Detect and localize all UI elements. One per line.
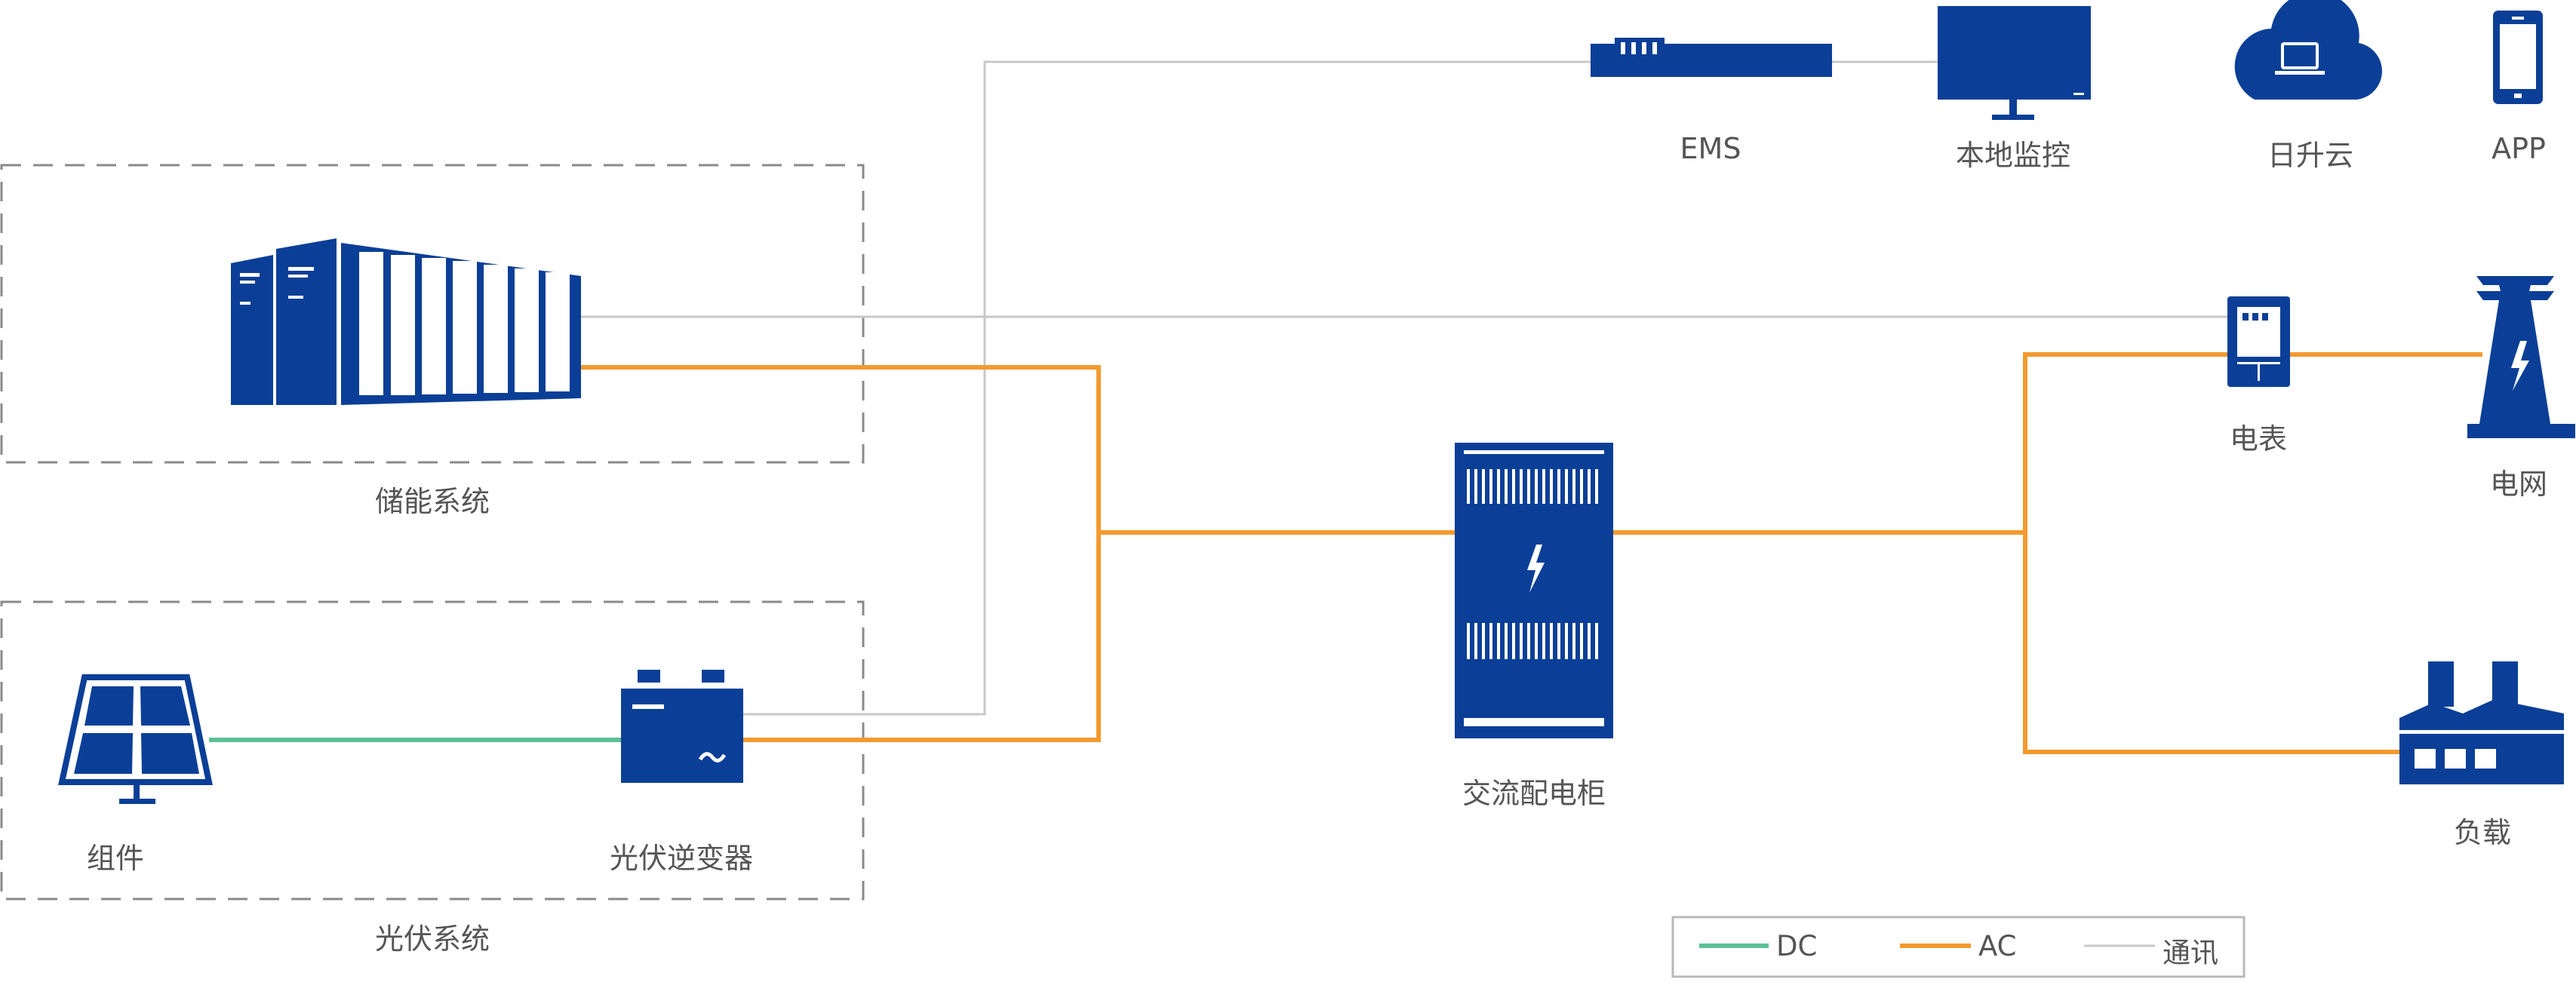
ac-distribution-cabinet-icon <box>1455 443 1613 738</box>
legend-dc-label: DC <box>1776 930 1818 962</box>
ac-line-meter-load <box>2023 352 2399 754</box>
lightning-bolt-icon <box>2511 341 2529 391</box>
comm-line-inverter-ems <box>743 60 1591 716</box>
label-cloud: 日升云 <box>2267 139 2354 172</box>
label-pv-system: 光伏系统 <box>374 922 490 956</box>
pv-inverter-icon <box>621 670 743 783</box>
legend-comm-label: 通讯 <box>2163 937 2218 969</box>
ac-lines <box>581 352 2482 754</box>
label-load: 负载 <box>2453 816 2512 849</box>
pv-system-box <box>0 600 865 901</box>
smartphone-icon <box>2493 11 2543 104</box>
solar-panel-icon <box>58 674 213 804</box>
label-pv-module: 组件 <box>86 842 145 875</box>
legend-ac-label: AC <box>1978 930 2017 962</box>
power-tower-icon <box>2467 276 2575 438</box>
battery-container-icon <box>231 238 581 405</box>
cabinet-vent-bottom <box>1467 623 1598 659</box>
cloud-laptop-icon <box>2234 0 2382 100</box>
ess-system-box <box>0 164 865 464</box>
ems-rack-unit-icon <box>1591 38 1832 77</box>
ac-line-ess <box>581 365 1101 742</box>
cabinet-vent-top <box>1467 469 1598 504</box>
local-monitor-icon <box>1938 6 2091 120</box>
legend <box>1671 916 2246 978</box>
factory-icon <box>2399 661 2564 784</box>
label-ac-cabinet: 交流配电柜 <box>1462 777 1606 810</box>
label-ess-system: 储能系统 <box>374 485 490 518</box>
lightning-bolt-icon <box>1527 545 1545 593</box>
label-inverter: 光伏逆变器 <box>609 842 754 875</box>
label-grid: 电网 <box>2489 468 2548 501</box>
electric-meter-icon <box>2227 296 2290 387</box>
label-meter: 电表 <box>2229 422 2288 456</box>
label-monitor: 本地监控 <box>1955 139 2071 172</box>
label-app: APP <box>2491 132 2546 165</box>
comm-lines <box>581 60 2227 716</box>
label-ems: EMS <box>1680 132 1741 165</box>
